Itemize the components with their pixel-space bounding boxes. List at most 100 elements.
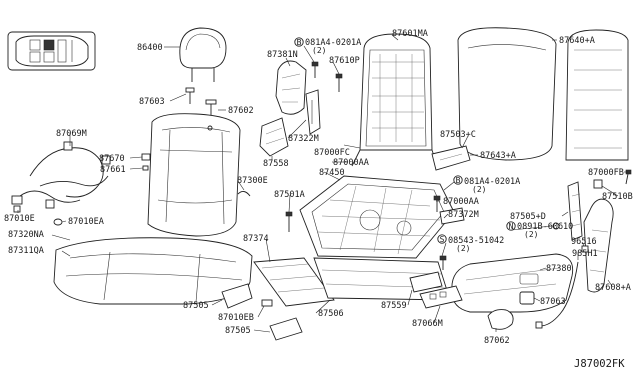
seat-back-cushion [147,113,241,237]
label-87643A: 87643+A [480,151,516,161]
label-87608A: 87608+A [595,283,631,293]
label-87066M: 87066M [412,319,443,329]
label-87063: 87063 [540,297,566,307]
label-87000AA-top: 87000AA [333,158,369,168]
label-87558: 87558 [263,159,289,169]
label-87506: 87506 [318,309,344,319]
headrest-guides [185,87,217,118]
selected-seat-marker [43,39,55,51]
marker-bolt-mid: B [453,175,463,185]
back-panel-87643A [565,29,629,161]
bolt-87000AA-mid [433,195,441,212]
headrest-86400 [179,27,227,82]
label-87372M: 87372M [448,210,479,220]
slide-rail-87374 [253,257,335,307]
bolt-87501A [285,211,293,232]
trim-87505-bottom [269,317,303,341]
part-labels: 86400 87381N 081A4-0201A (2) 87601MA 876… [4,29,633,346]
seat-back-frame-87601MA [351,33,439,169]
label-87322M: 87322M [288,134,319,144]
label-87381N: 87381N [267,50,298,60]
label-0891B-60610-qty: (2) [524,230,538,239]
label-87505-top: 87505 [183,301,209,311]
label-87320NA: 87320NA [8,230,44,240]
label-87374: 87374 [243,234,269,244]
label-87670: 87670 [99,154,125,164]
label-87450: 87450 [319,168,345,178]
label-87000AA-mid: 87000AA [443,197,479,207]
leader-lines [17,34,628,333]
label-87010E: 87010E [4,214,35,224]
side-shield-87380 [451,253,574,313]
clip-87010EA [53,218,63,226]
screw-08543-51042 [439,255,447,270]
switch-87066M [419,285,463,309]
label-87000FC: 87000FC [314,148,350,158]
label-87640A: 87640+A [559,36,595,46]
trim-87505-top [221,283,253,309]
label-87380: 87380 [546,264,572,274]
svg-text:B: B [456,176,461,185]
bracket-87510B [593,179,603,189]
label-87559: 87559 [381,301,407,311]
side-cover-87608A [583,198,614,293]
label-87010EA: 87010EA [68,217,104,227]
label-87311QA: 87311QA [8,246,44,256]
bracket-87503C [431,145,471,171]
label-081A4-0201A-top: 081A4-0201A [305,38,361,48]
seat-back-board-87640A [457,27,557,161]
part-87322M [305,89,321,135]
label-87505D: 87505+D [510,212,546,222]
label-87602: 87602 [228,106,254,116]
wire-985H1 [535,261,579,329]
marker-bolt-top: B [294,37,304,47]
part-96516 [581,245,589,253]
label-08543-51042-qty: (2) [456,244,470,253]
label-0891B-60610: 0891B-60610 [517,222,573,232]
seat-cushion [53,237,253,305]
label-87610P: 87610P [329,56,360,66]
marker-screw: S [437,234,447,244]
clip-87661 [142,165,149,171]
part-87559 [409,271,443,293]
cover-87558 [259,117,289,157]
bolt-081A4-top [311,61,319,78]
label-86400: 86400 [137,43,163,53]
bolt-87610P [335,73,343,92]
svg-text:N: N [509,222,514,231]
nut-0891B-60610 [552,222,560,230]
label-87501A: 87501A [274,190,305,200]
label-081A4-0201A-mid: 081A4-0201A [464,177,520,187]
diagram-code: J87002FK [574,358,625,370]
label-87000FB: 87000FB [588,168,624,178]
clip-87010EB [261,299,273,307]
svg-text:S: S [440,235,445,244]
clip-87010E [13,205,21,213]
clip-87300E [237,191,251,197]
label-87503C: 87503+C [440,130,476,140]
car-locator-inset [7,31,96,71]
marker-nut: N [506,221,516,231]
label-87062: 87062 [484,336,510,346]
bracket-87505D [567,181,583,241]
label-08543-51042: 08543-51042 [448,236,504,246]
wire-harness-87069M [11,141,111,209]
label-96516: 96516 [571,237,597,247]
label-87010EB: 87010EB [218,313,254,323]
label-87300E: 87300E [237,176,268,186]
label-87661: 87661 [100,165,126,175]
bracket-87670 [141,153,151,161]
label-081A4-0201A-mid-qty: (2) [472,185,486,194]
part-87372M [439,207,465,225]
label-87601MA: 87601MA [392,29,428,39]
label-87505-bottom: 87505 [225,326,251,336]
upper-cover-87381N [275,60,307,115]
knob-87062 [487,309,514,330]
label-081A4-0201A-top-qty: (2) [312,46,326,55]
label-87603: 87603 [139,97,165,107]
svg-text:B: B [297,38,302,47]
seat-adjuster-frame-87450 [299,175,455,259]
label-87069M: 87069M [56,129,87,139]
label-985H1: 985H1 [572,249,598,259]
